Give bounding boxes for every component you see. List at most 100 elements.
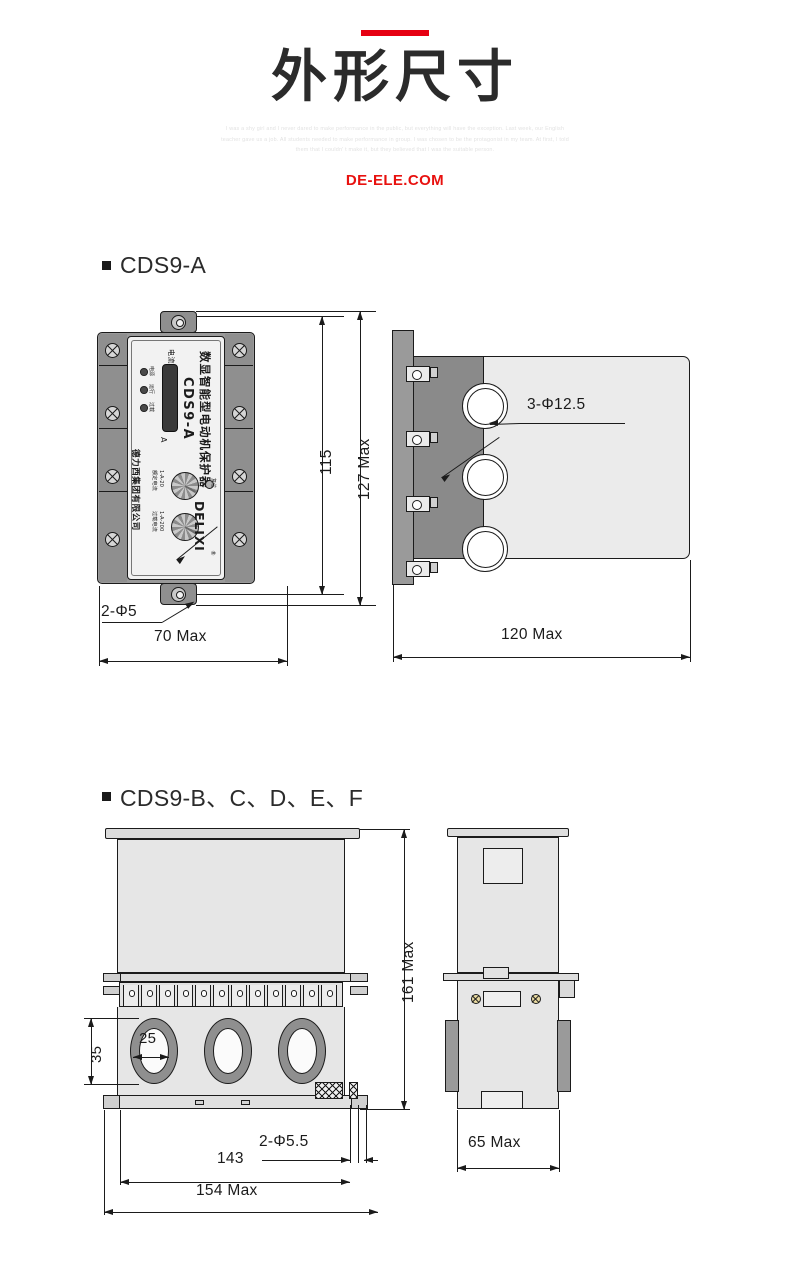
mounting-lug (406, 366, 430, 382)
dimension-line-2phi55 (364, 1160, 378, 1161)
terminal-strip (119, 982, 343, 1007)
extension-line (358, 1105, 359, 1163)
overload-current-range-label: 1-A-200 (158, 511, 164, 532)
side-bottom-slot (481, 1091, 523, 1109)
side-center-tab (483, 967, 509, 979)
extension-line (84, 1084, 139, 1085)
retaining-clip (430, 367, 438, 378)
arrowhead (319, 316, 325, 325)
extension-line (196, 605, 376, 606)
terminal (195, 985, 211, 1006)
side-ct-bulge-left (445, 1020, 459, 1092)
arrowhead (88, 1018, 94, 1027)
section-heading-label: CDS9-A (120, 252, 207, 278)
cable-knockout (462, 454, 508, 500)
overload-current-dial[interactable] (171, 513, 199, 541)
cds9b-front-view (103, 828, 368, 1118)
dimension-line-143 (120, 1182, 350, 1183)
mounting-ear-right-lower (350, 986, 368, 995)
current-transformer-ring (130, 1018, 178, 1084)
section-heading-label: CDS9-B、C、D、E、F (120, 785, 364, 811)
side-top-cover (447, 828, 569, 837)
leader-line (520, 423, 625, 424)
page-title: 外形尺寸 (271, 45, 519, 110)
arrowhead (489, 420, 498, 426)
side-back-panel (392, 330, 414, 585)
terminal-screw (105, 343, 120, 358)
arrowhead (341, 1157, 350, 1163)
rail-divider (225, 491, 253, 493)
arrowhead (341, 1179, 350, 1185)
arrowhead (393, 654, 402, 660)
arrowhead (369, 1209, 378, 1215)
cable-knockout (462, 526, 508, 572)
arrowhead (88, 1076, 94, 1085)
side-upper-window (483, 848, 523, 884)
mounting-hole (171, 586, 186, 602)
extension-line (393, 585, 394, 662)
rated-current-range-label: 1-A-20 (158, 470, 164, 487)
base-nub (195, 1100, 204, 1105)
base-foot-left (103, 1095, 120, 1109)
reset-label: 复位 (210, 478, 216, 489)
mounting-rail-bar (103, 973, 368, 982)
dimension-line-65max (457, 1168, 559, 1169)
brand-registered-mark: ® (209, 550, 216, 556)
dimension-label-154max: 154 Max (196, 1182, 258, 1199)
extension-line (196, 316, 344, 317)
terminal-screw (232, 406, 247, 421)
rail-divider (99, 365, 127, 367)
terminal (285, 985, 301, 1006)
arrowhead (357, 311, 363, 320)
side-mounting-rail (443, 973, 579, 981)
site-watermark: DE-ELE.COM (345, 171, 445, 189)
cds9a-front-view: 数显智能型电动机保护器 CDS9-A 电流 A 电源 运行 过载 德力西集团有限… (97, 332, 255, 584)
dimension-label-25: 25 (139, 1030, 157, 1047)
dimension-line-35 (91, 1018, 92, 1084)
rail-divider (99, 491, 127, 493)
arrowhead (99, 658, 108, 664)
rated-current-dial[interactable] (171, 472, 199, 500)
dimension-label-2phi5: 2-Φ5 (101, 603, 137, 620)
reset-button[interactable] (205, 480, 214, 489)
arrowhead (319, 586, 325, 595)
retaining-clip (430, 432, 438, 443)
extension-line (360, 829, 410, 830)
dimension-label-161max: 161 Max (400, 941, 417, 1003)
section-heading-cds9bcdef: CDS9-B、C、D、E、F (102, 779, 363, 813)
dimension-line-161max (404, 829, 405, 1109)
led-power-label: 电源 (148, 366, 154, 377)
extension-line (287, 586, 288, 666)
extension-line (196, 311, 376, 312)
extension-line (366, 1105, 367, 1163)
extension-line (99, 586, 100, 666)
upper-housing (117, 839, 345, 973)
device-face-plate: 数显智能型电动机保护器 CDS9-A 电流 A 电源 运行 过载 德力西集团有限… (127, 336, 225, 580)
terminal (231, 985, 247, 1006)
dimension-label-65max: 65 Max (468, 1134, 521, 1151)
dimension-label-35: 35 (88, 1045, 105, 1063)
mounting-lug (406, 431, 430, 447)
dimension-line-70max (99, 661, 287, 662)
current-display-label: 电流 (167, 349, 175, 364)
terminal (213, 985, 229, 1006)
terminal (177, 985, 193, 1006)
extension-line (360, 1109, 410, 1110)
arrowhead (681, 654, 690, 660)
cds9b-side-view (443, 828, 593, 1118)
header-paragraph: I was a shy girl and I never dared to ma… (221, 126, 569, 154)
mounting-hole (171, 314, 186, 330)
extension-line (559, 1110, 560, 1172)
dimension-line-115 (322, 316, 323, 594)
arrowhead (357, 597, 363, 606)
top-cover (105, 828, 360, 839)
extension-line (196, 594, 344, 595)
arrowhead (104, 1209, 113, 1215)
side-screw (471, 994, 481, 1004)
terminal (159, 985, 175, 1006)
arrowhead (133, 1054, 142, 1060)
arrowhead (401, 829, 407, 838)
face-plate-border (131, 340, 221, 576)
side-screw (531, 994, 541, 1004)
base-nub (241, 1100, 250, 1105)
